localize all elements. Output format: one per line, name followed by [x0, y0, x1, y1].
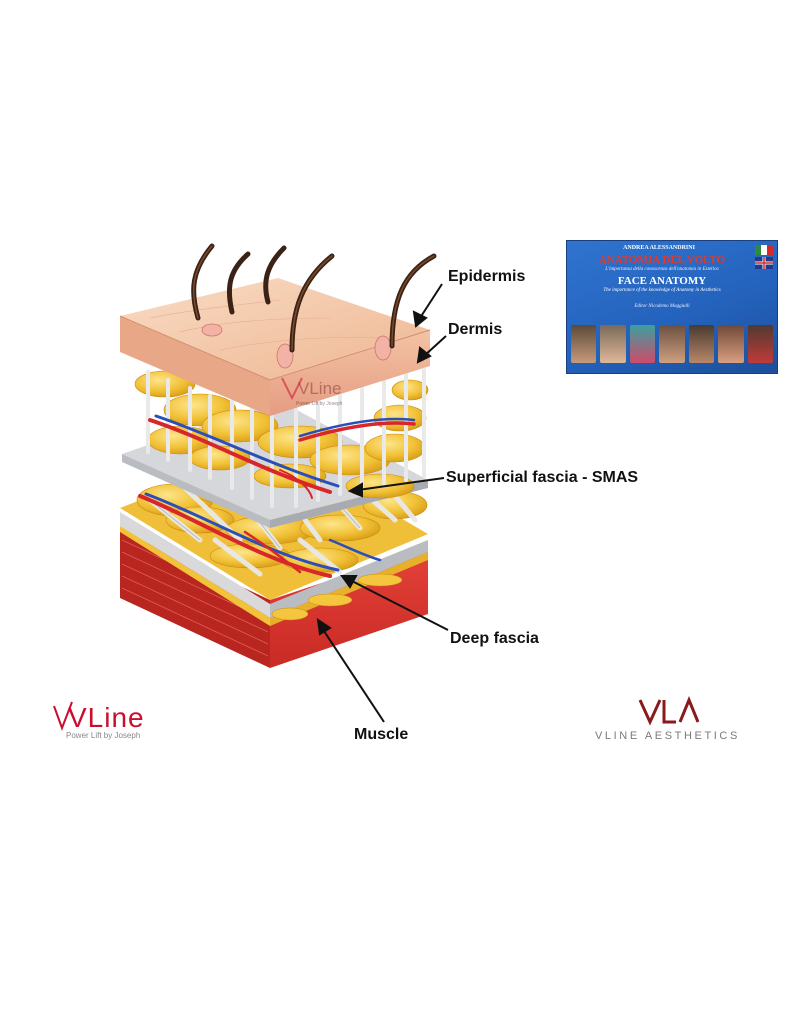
label-dermis: Dermis — [448, 321, 503, 338]
skin-layer — [119, 278, 431, 416]
book-subtitle-italian: L'importanza della conoscenza dell'anato… — [605, 267, 719, 272]
book-author: ANDREA ALESSANDRINI — [623, 245, 695, 251]
vline-logo-mark — [53, 701, 73, 731]
label-muscle: Muscle — [354, 726, 409, 743]
face-thumbnail — [629, 325, 656, 363]
vline-logo-tagline: Power Lift by Joseph — [66, 731, 141, 740]
label-arrows — [316, 283, 449, 723]
vla-logo-text: VLINE AESTHETICS — [595, 730, 740, 742]
book-title-english: FACE ANATOMY — [617, 275, 707, 287]
watermark-vline — [281, 377, 303, 401]
book-title-italian: ANATOMIA DEL VOLTO — [598, 254, 726, 266]
label-epidermis: Epidermis — [448, 268, 526, 285]
book-face-thumbnails — [571, 325, 773, 363]
book-subtitle-english: The importance of the knowledge of Anato… — [603, 288, 721, 293]
face-thumbnail — [600, 325, 626, 363]
face-thumbnail — [688, 325, 715, 363]
watermark-text: VLine — [298, 379, 341, 398]
flags-icon — [755, 245, 773, 269]
label-deep-fascia: Deep fascia — [450, 630, 539, 647]
face-thumbnail — [659, 325, 685, 363]
face-thumbnail — [747, 325, 773, 363]
hair-strands — [191, 243, 437, 353]
face-thumbnail — [718, 325, 744, 363]
vla-logo-mark — [638, 696, 700, 726]
watermark-tagline: Power Lift by Joseph — [296, 401, 343, 407]
book-editor: Editor Nicodemo Maggiulli — [634, 304, 690, 309]
label-smas: Superficial fascia - SMAS — [446, 469, 639, 486]
face-thumbnail — [571, 325, 597, 363]
vline-logo-word: VLine — [68, 702, 145, 733]
book-cover-image: ANDREA ALESSANDRINI ANATOMIA DEL VOLTO L… — [566, 240, 778, 374]
